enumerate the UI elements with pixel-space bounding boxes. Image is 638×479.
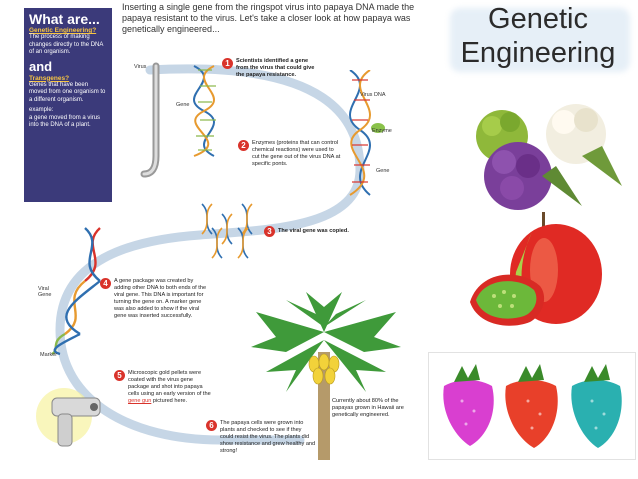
step-1-text: Scientists identified a gene from the vi…: [236, 58, 315, 78]
gene-gun-link: gene gun: [128, 398, 152, 404]
title-line-2: Engineering: [460, 37, 616, 69]
and-heading: and: [29, 58, 53, 74]
step-2-badge: 2: [238, 140, 249, 151]
step-4-badge: 4: [100, 278, 111, 289]
process-path: [55, 64, 365, 445]
label-gene-left: Gene: [176, 102, 190, 108]
label-virus: Virus: [134, 64, 147, 70]
step-6-text: The papaya cells were grown into plants …: [220, 420, 316, 454]
virus-dna-illustration: [349, 70, 385, 196]
colored-cauliflower-photo: [476, 104, 622, 210]
step-5-text-b: pictured here.: [151, 398, 188, 404]
term-transgenes: Transgenes?: [29, 74, 70, 82]
label-viral-gene: Viral Gene: [38, 286, 52, 298]
page-title: Genetic Engineering: [440, 2, 636, 72]
example-label: example:: [29, 107, 54, 114]
step-5-text-a: Microscopic gold pellets were coated wit…: [128, 370, 211, 397]
step-5-badge: 5: [114, 370, 125, 381]
gene-gun-illustration: [36, 388, 101, 447]
term-genetic-engineering: Genetic Engineering?: [29, 27, 97, 34]
virus-illustration: [140, 62, 216, 178]
example-text: a gene moved from a virus into the DNA o…: [29, 114, 101, 129]
label-enzyme: Enzyme: [372, 128, 392, 134]
papaya-note: Currently about 80% of the papayas grown…: [332, 398, 404, 418]
apple-cucumber-photo: [470, 212, 602, 326]
colored-strawberries-photo: [443, 364, 622, 448]
definition-panel: What are... Genetic Engineering? The pro…: [24, 8, 112, 202]
title-line-1: Genetic: [488, 3, 588, 35]
gene-package-illustration: [51, 227, 101, 356]
papaya-tree-illustration: [251, 292, 401, 460]
definition-transgenes: Genes that have been moved from one orga…: [29, 82, 106, 103]
definition-genetic-engineering: The process of making changes directly t…: [29, 34, 104, 56]
label-marker: Marker: [40, 352, 58, 358]
step-3-text: The viral gene was copied.: [278, 228, 349, 234]
step-6-badge: 6: [206, 420, 217, 431]
copied-genes-illustration: [201, 203, 253, 259]
panel-heading: What are...: [29, 11, 100, 27]
step-4-text: A gene package was created by adding oth…: [114, 278, 207, 319]
step-5-text: Microscopic gold pellets were coated wit…: [128, 370, 212, 405]
label-gene-right: Gene: [376, 168, 390, 174]
intro-text: Inserting a single gene from the ringspo…: [122, 2, 415, 34]
step-1-badge: 1: [222, 58, 233, 69]
label-virus-dna: Virus DNA: [360, 92, 386, 98]
step-3-badge: 3: [264, 226, 275, 237]
step-2-text: Enzymes (proteins that can control chemi…: [252, 140, 341, 167]
